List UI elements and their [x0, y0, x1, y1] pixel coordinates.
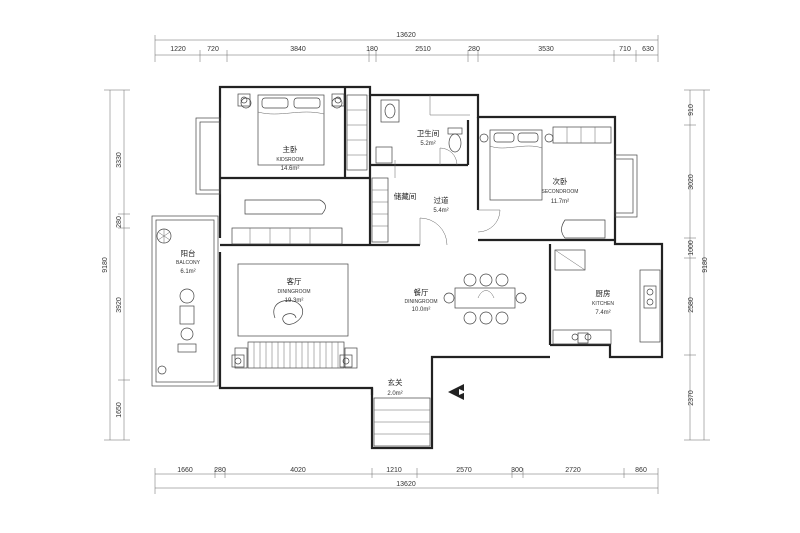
- bottom-dim-6: 300: [511, 467, 523, 474]
- exterior-walls: [151, 85, 664, 450]
- left-total-dimension: 9180: [102, 257, 109, 273]
- second-bedroom-sub: SECONDROOM: [542, 189, 579, 195]
- balcony-outline: [151, 215, 219, 387]
- interior-walls: [220, 87, 615, 395]
- entrance-arrow-icon: [448, 384, 464, 400]
- shower-area: [429, 95, 470, 116]
- top-dim-4: 180: [366, 46, 378, 53]
- bathroom-name: 卫生间: [417, 128, 440, 138]
- right-dimension-lines: [684, 89, 710, 441]
- living-room-sub: DININGROOM: [277, 289, 310, 295]
- corridor-area: 5.4m²: [433, 208, 448, 214]
- right-dim-5: 2370: [688, 390, 695, 406]
- balcony-name: 阳台: [181, 248, 196, 258]
- dining-room-name: 餐厅: [414, 288, 429, 297]
- coffee-table: [273, 300, 303, 325]
- kitchen-name: 厨房: [596, 288, 611, 298]
- room-corridor: 过道 5.4m²: [433, 195, 449, 214]
- living-rug: [237, 263, 349, 337]
- toilet-icon: [447, 127, 463, 153]
- room-storage: 储藏间: [394, 191, 417, 201]
- plant-icon: [156, 228, 172, 244]
- room-living-room: 客厅 DININGROOM 19.3m²: [277, 276, 310, 304]
- dining-room-sub: DININGROOM: [404, 299, 437, 305]
- kitchen-sub: KITCHEN: [592, 301, 614, 307]
- bottom-dim-2: 280: [214, 467, 226, 474]
- balcony-area: 6.1m²: [180, 269, 195, 275]
- right-dim-3: 1000: [688, 240, 695, 256]
- room-second-bedroom: 次卧 SECONDROOM 11.7m²: [542, 176, 579, 205]
- living-room-area: 19.3m²: [285, 298, 304, 304]
- left-dim-2: 280: [116, 216, 123, 228]
- second-bay-window: [614, 154, 638, 218]
- doors: [394, 147, 501, 246]
- top-dim-9: 630: [642, 46, 654, 53]
- top-dim-7: 3530: [538, 46, 554, 53]
- top-dimension-lines: [154, 35, 659, 62]
- bottom-dim-4: 1210: [386, 467, 402, 474]
- right-total-dimension: 9180: [702, 257, 709, 273]
- bottom-dim-5: 2570: [456, 467, 472, 474]
- entrance-area: 2.0m²: [387, 391, 402, 397]
- right-dim-2: 3020: [688, 174, 695, 190]
- top-dim-3: 3840: [290, 46, 306, 53]
- sink-icon: [380, 99, 400, 123]
- room-dining-room: 餐厅 DININGROOM 10.0m²: [404, 288, 437, 313]
- bottom-dim-1: 1660: [177, 467, 193, 474]
- room-balcony: 阳台 BALCONY 6.1m²: [176, 248, 201, 275]
- storage-shelves: [371, 177, 389, 243]
- storage-name: 储藏间: [394, 191, 417, 201]
- second-bed-icon: [479, 129, 554, 201]
- top-dim-6: 280: [468, 46, 480, 53]
- bottom-dim-8: 860: [635, 467, 647, 474]
- left-dim-1: 3330: [116, 152, 123, 168]
- bottom-dim-3: 4020: [290, 467, 306, 474]
- bottom-dimension-lines: [154, 468, 659, 494]
- stove-icon: [552, 269, 661, 345]
- bottom-dim-7: 2720: [565, 467, 581, 474]
- room-bathroom: 卫生间 5.2m²: [417, 128, 440, 147]
- master-bedroom-area: 14.6m²: [281, 166, 300, 172]
- top-dim-2: 720: [207, 46, 219, 53]
- corridor-name: 过道: [434, 195, 449, 205]
- left-dim-4: 1650: [116, 402, 123, 418]
- room-master-bedroom: 主卧 KIDSROOM 14.6m²: [276, 144, 303, 172]
- right-dim-1: 910: [688, 104, 695, 116]
- second-bedroom-name: 次卧: [553, 176, 568, 186]
- room-entrance: 玄关 2.0m²: [387, 377, 403, 397]
- bed-icon: [240, 94, 343, 166]
- kitchen-area: 7.4m²: [595, 310, 610, 316]
- master-bedroom-name: 主卧: [283, 144, 298, 154]
- bottom-total-dimension: 13620: [396, 481, 416, 488]
- fridge: [554, 249, 586, 271]
- balcony-sub: BALCONY: [176, 260, 201, 266]
- sofa-icon: [234, 341, 358, 369]
- top-total-dimension: 13620: [396, 32, 416, 39]
- closets: [231, 94, 612, 447]
- bathroom-area: 5.2m²: [420, 141, 435, 147]
- second-desk: [561, 219, 606, 239]
- balcony-plant-icon: [157, 365, 167, 375]
- master-bedroom-sub: KIDSROOM: [276, 157, 303, 163]
- left-dimension-lines: [104, 89, 130, 441]
- second-bedroom-area: 11.7m²: [551, 199, 569, 205]
- top-dim-5: 2510: [415, 46, 431, 53]
- master-desk: [244, 199, 326, 215]
- right-dim-4: 2580: [688, 297, 695, 313]
- top-dim-1: 1220: [170, 46, 186, 53]
- dining-room-area: 10.0m²: [412, 307, 431, 313]
- dining-table-icon: [443, 273, 527, 325]
- exercise-bike-icon: [177, 288, 197, 353]
- bath-cabinet: [375, 146, 393, 164]
- top-dim-8: 710: [619, 46, 631, 53]
- entrance-name: 玄关: [388, 377, 403, 387]
- room-kitchen: 厨房 KITCHEN 7.4m²: [592, 288, 614, 316]
- left-dim-3: 3920: [116, 297, 123, 313]
- master-bay-window: [195, 117, 221, 195]
- column-markers: [231, 93, 589, 368]
- living-room-name: 客厅: [287, 276, 302, 286]
